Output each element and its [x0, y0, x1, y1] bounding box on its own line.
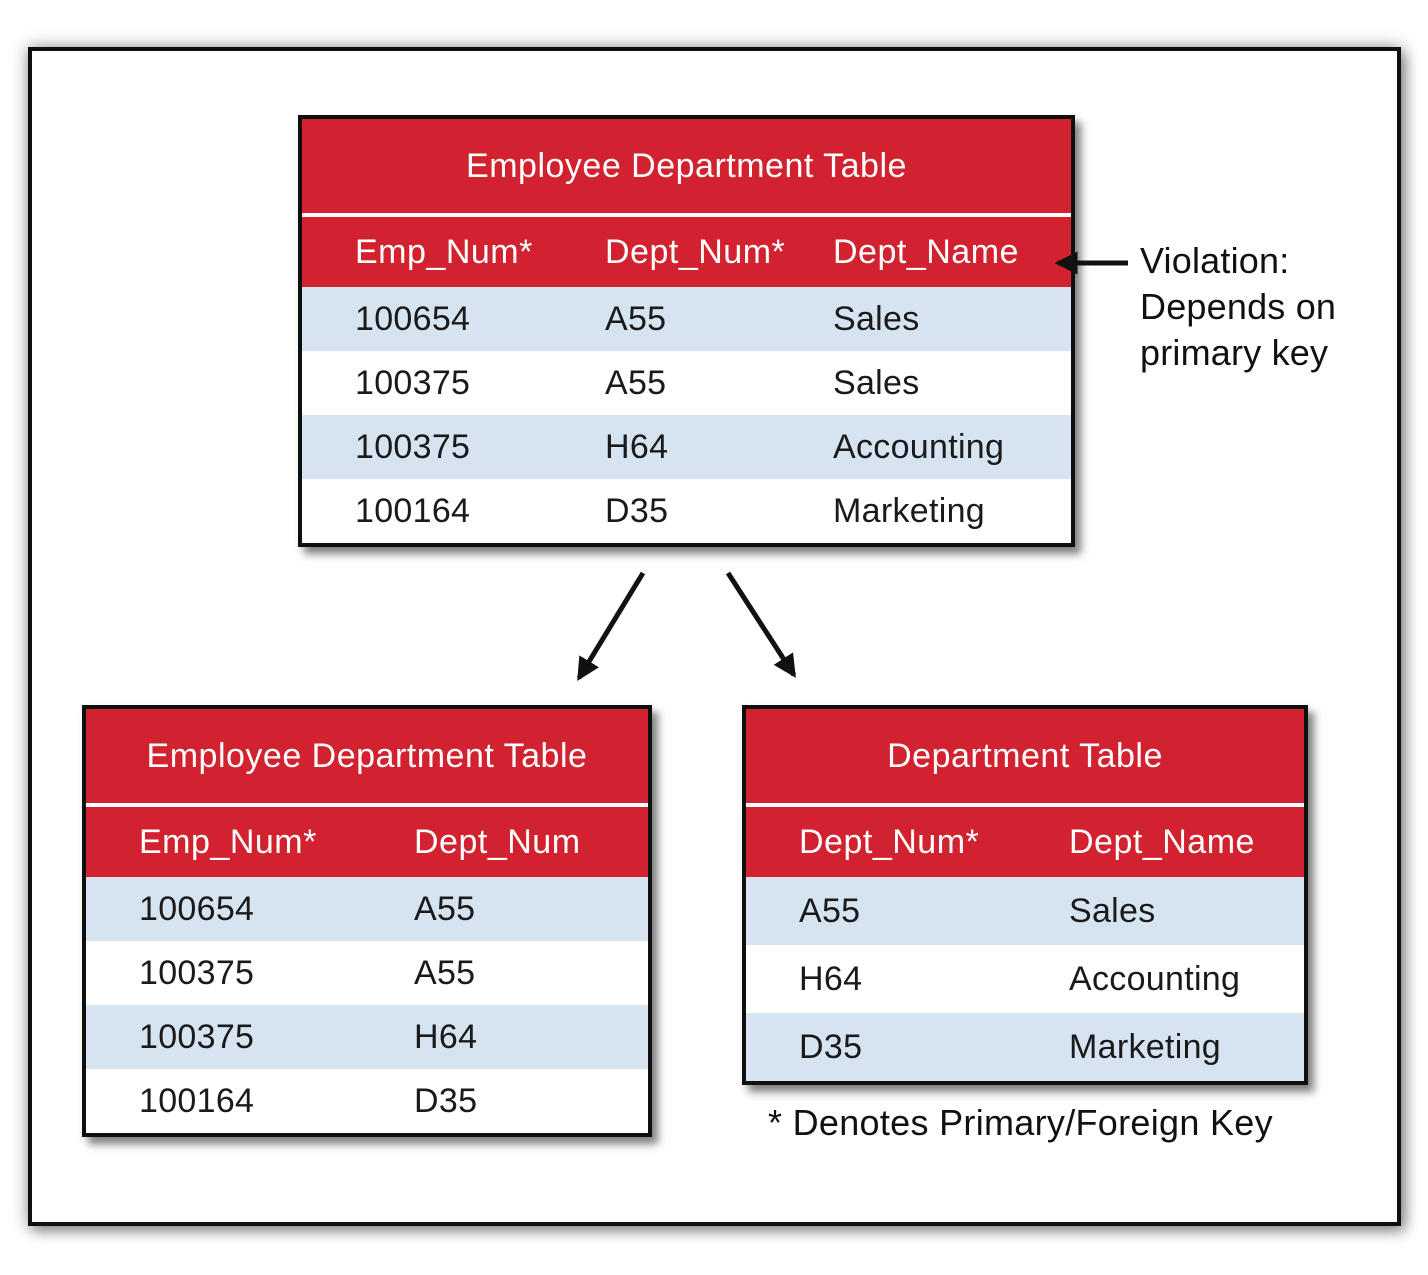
column-header: Dept_Name — [833, 232, 1019, 271]
table-cell: Sales — [1069, 891, 1156, 930]
table-cell: 100375 — [139, 953, 255, 992]
annotation-line: primary key — [1140, 332, 1329, 373]
table-cell: Sales — [833, 299, 920, 338]
table-row: 100654 A55 — [86, 877, 648, 941]
table-cell: A55 — [799, 891, 861, 930]
table-cell: A55 — [414, 953, 476, 992]
annotation-line: Violation: — [1140, 240, 1290, 281]
column-header: Emp_Num* — [355, 232, 533, 271]
top-table: Employee Department Table Emp_Num* Dept_… — [298, 115, 1075, 547]
column-header: Dept_Num* — [605, 232, 786, 271]
column-header: Dept_Num* — [799, 822, 980, 861]
table-row: A55 Sales — [746, 877, 1304, 945]
table-cell: A55 — [605, 299, 667, 338]
table-cell: 100654 — [139, 889, 255, 928]
violation-annotation: Violation: Depends on primary key — [1140, 238, 1336, 376]
table-cell: Accounting — [1069, 959, 1241, 998]
table-cell: Marketing — [1069, 1027, 1221, 1066]
table-cell: 100654 — [355, 299, 471, 338]
table-row: 100375 A55 — [86, 941, 648, 1005]
table-header-row: Emp_Num* Dept_Num — [86, 807, 648, 877]
table-cell: A55 — [414, 889, 476, 928]
table-row: H64 Accounting — [746, 945, 1304, 1013]
table-cell: D35 — [799, 1027, 863, 1066]
table-row: 100164 D35 — [86, 1069, 648, 1133]
table-row: 100164 D35 Marketing — [302, 479, 1071, 543]
table-header-row: Emp_Num* Dept_Num* Dept_Name — [302, 217, 1071, 287]
table-cell: H64 — [799, 959, 863, 998]
table-cell: D35 — [605, 491, 669, 530]
table-cell: 100375 — [355, 363, 471, 402]
table-cell: A55 — [605, 363, 667, 402]
table-cell: Sales — [833, 363, 920, 402]
table-title: Department Table — [746, 709, 1304, 803]
annotation-line: Depends on — [1140, 286, 1337, 327]
column-header: Emp_Num* — [139, 822, 317, 861]
table-title: Employee Department Table — [86, 709, 648, 803]
table-cell: Accounting — [833, 427, 1005, 466]
table-row: 100375 H64 Accounting — [302, 415, 1071, 479]
title-separator — [86, 803, 648, 807]
table-header-row: Dept_Num* Dept_Name — [746, 807, 1304, 877]
column-header: Dept_Name — [1069, 822, 1255, 861]
table-cell: 100375 — [355, 427, 471, 466]
table-cell: H64 — [414, 1017, 478, 1056]
table-cell: 100164 — [139, 1081, 255, 1120]
table-cell: 100164 — [355, 491, 471, 530]
title-separator — [302, 213, 1071, 217]
title-separator — [746, 803, 1304, 807]
table-cell: 100375 — [139, 1017, 255, 1056]
table-cell: Marketing — [833, 491, 985, 530]
column-header: Dept_Num — [414, 822, 581, 861]
primary-key-footnote: * Denotes Primary/Foreign Key — [768, 1102, 1273, 1143]
table-cell: H64 — [605, 427, 669, 466]
bottom-left-table: Employee Department Table Emp_Num* Dept_… — [82, 705, 652, 1137]
table-row: 100375 H64 — [86, 1005, 648, 1069]
table-title: Employee Department Table — [302, 119, 1071, 213]
table-row: D35 Marketing — [746, 1013, 1304, 1081]
table-row: 100654 A55 Sales — [302, 287, 1071, 351]
table-row: 100375 A55 Sales — [302, 351, 1071, 415]
bottom-right-table: Department Table Dept_Num* Dept_Name A55… — [742, 705, 1308, 1085]
table-cell: D35 — [414, 1081, 478, 1120]
